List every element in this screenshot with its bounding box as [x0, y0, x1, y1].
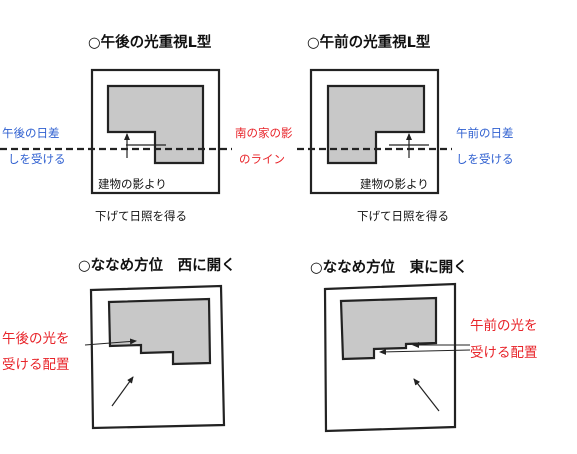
diagonal-west-note-line1: 午後の光を — [2, 331, 70, 347]
panel-title-afternoon-l: ○午後の光重視L型 — [88, 33, 212, 51]
sun-direction-arrow — [111, 376, 134, 407]
stepped-building — [107, 297, 212, 366]
leader-line — [84, 338, 137, 346]
leader-line-lower — [379, 348, 471, 355]
sun-direction-arrow — [413, 378, 440, 412]
diagonal-west-note-line2: 受ける配置 — [2, 357, 70, 373]
shadow-note-line1: 建物の影より — [360, 177, 429, 191]
morning-sun-note-line2: しを受ける — [456, 152, 514, 166]
shadow-note-line1: 建物の影より — [98, 177, 167, 191]
shadow-line-label-line2: のライン — [239, 152, 285, 166]
panel-title-morning-l: ○午前の光重視L型 — [307, 33, 431, 51]
shadow-note-line2: 下げて日照を得る — [95, 209, 187, 223]
panel-diagonal-west: ○ななめ方位 西に開く 午後の光を 受ける配置 — [2, 256, 236, 430]
panel-diagonal-east: ○ななめ方位 東に開く 午前の光を 受ける配置 — [310, 258, 538, 433]
panel-title-diagonal-west: ○ななめ方位 西に開く — [78, 256, 236, 274]
afternoon-sun-note-line1: 午後の日差 — [2, 126, 60, 140]
shadow-note-line2: 下げて日照を得る — [357, 209, 449, 223]
diagonal-east-note-line1: 午前の光を — [470, 317, 538, 334]
panel-title-diagonal-east: ○ななめ方位 東に開く — [310, 258, 468, 276]
l-shaped-building — [326, 84, 426, 165]
afternoon-sun-note-line2: しを受ける — [8, 152, 66, 166]
panel-morning-l: ○午前の光重視L型 午前の日差 しを受ける 建物の影より 下げて日照を得る — [307, 33, 514, 223]
south-house-shadow-line: 南の家の影 のライン — [0, 126, 452, 166]
diagonal-east-note-line2: 受ける配置 — [470, 345, 538, 361]
morning-sun-note-line1: 午前の日差 — [456, 126, 514, 140]
panel-afternoon-l: ○午後の光重視L型 午後の日差 しを受ける 建物の影より 下げて日照を得る — [2, 33, 221, 223]
shadow-line-label-line1: 南の家の影 — [235, 126, 293, 140]
l-shaped-building — [106, 84, 205, 165]
